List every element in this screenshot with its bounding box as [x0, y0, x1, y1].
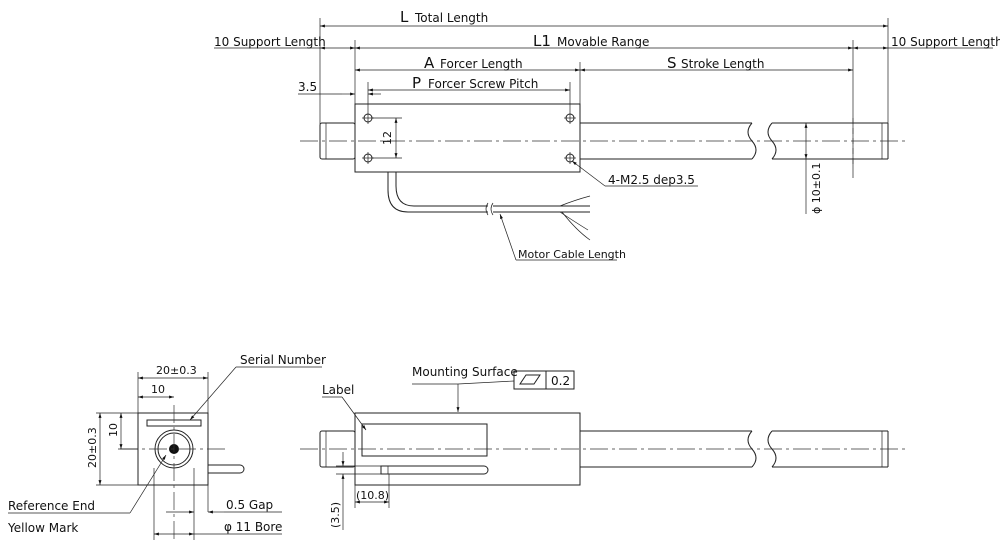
- label-callout: Label: [322, 383, 354, 397]
- total-length-label: Total Length: [414, 11, 488, 25]
- total-length-letter: L: [400, 8, 409, 26]
- movable-range-letter: L1: [533, 32, 551, 50]
- dim-10-8-value: (10.8): [356, 489, 389, 502]
- yellow-mark-label: Yellow Mark: [7, 521, 78, 535]
- gap-label: 0.5 Gap: [226, 498, 273, 512]
- stroke-length-label: Stroke Length: [681, 57, 764, 71]
- cable-note: Motor Cable Length: [518, 248, 626, 261]
- mounting-hole-tr: [564, 112, 576, 124]
- shaft-dia-value: ϕ 10±0.1: [810, 163, 823, 214]
- dim-3-5-value: (3.5): [329, 502, 342, 528]
- hole-spacing-value: 12: [381, 131, 394, 145]
- reference-end-label: Reference End: [8, 499, 95, 513]
- mounting-surface-label: Mounting Surface: [412, 365, 518, 379]
- flatness-frame: [513, 370, 575, 390]
- flatness-icon: [519, 374, 541, 385]
- width-dim-value: 20±0.3: [156, 364, 197, 377]
- top-view: L Total Length L1 Movable Range 10 Suppo…: [214, 8, 1000, 261]
- forcer-length-letter: A: [424, 54, 435, 72]
- support-length-right: 10 Support Length: [891, 35, 1000, 49]
- serial-number-label: Serial Number: [240, 353, 326, 367]
- side-forcer-body: [354, 412, 581, 486]
- movable-range-label: Movable Range: [557, 35, 649, 49]
- tap-note: 4-M2.5 dep3.5: [608, 173, 695, 187]
- forcer-body: [354, 103, 581, 173]
- screw-pitch-label: Forcer Screw Pitch: [428, 77, 538, 91]
- half-width-value: 10: [151, 383, 165, 396]
- mounting-hole-br: [564, 152, 576, 164]
- half-height-value: 10: [107, 423, 120, 437]
- offset-dim: 3.5: [298, 80, 317, 94]
- motor-cable: [387, 172, 591, 241]
- flatness-value: 0.2: [551, 374, 570, 388]
- end-view: 20±0.3 10 20±0.3 10 Serial Number Refere…: [7, 353, 326, 540]
- side-view: Label Mounting Surface 0.2 (10.8) (3.5): [300, 365, 905, 530]
- label-area: [361, 423, 488, 457]
- forcer-length-label: Forcer Length: [440, 57, 523, 71]
- stroke-length-letter: S: [667, 54, 677, 72]
- support-length-left: 10 Support Length: [214, 35, 326, 49]
- side-cable: [380, 465, 489, 475]
- height-dim-value: 20±0.3: [86, 427, 99, 468]
- bore-label: φ 11 Bore: [224, 520, 282, 534]
- end-cable: [208, 464, 245, 474]
- screw-pitch-letter: P: [412, 74, 421, 92]
